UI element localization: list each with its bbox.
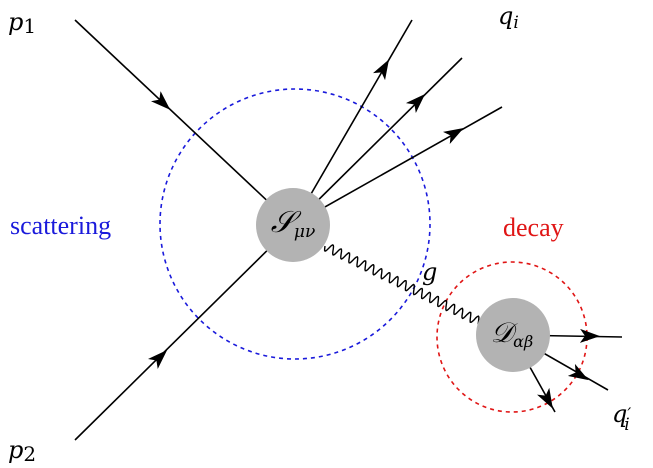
outgoing-line-qi-1 <box>292 19 413 226</box>
incoming-line-p1 <box>74 19 294 226</box>
decay-vertex <box>476 298 550 372</box>
outgoing-line-qi-3 <box>292 106 503 226</box>
decay-label: decay <box>503 213 564 242</box>
label-qi: qi <box>498 2 519 33</box>
scattering-vertex <box>256 188 330 262</box>
label-p1: p1 <box>8 8 36 38</box>
gluon-wavy-line <box>323 244 480 326</box>
scattering-label: scattering <box>10 211 111 240</box>
outgoing-line-qi-2 <box>292 57 463 226</box>
label-p2: p2 <box>8 436 36 466</box>
label-qi-prime: q′i <box>612 400 631 435</box>
label-g: g <box>422 258 437 286</box>
scattering-region-circle <box>159 88 431 360</box>
incoming-line-p2 <box>74 224 294 441</box>
